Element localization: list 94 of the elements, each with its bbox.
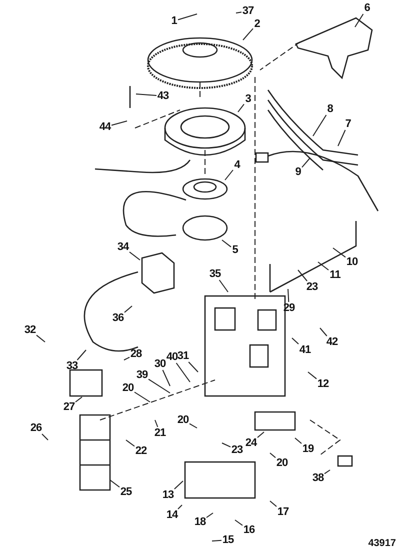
- leader-line: [154, 420, 158, 428]
- callout-number: 42: [326, 336, 338, 348]
- callout-number: 14: [166, 509, 178, 521]
- leader-line: [218, 280, 228, 292]
- callout-number: 1: [171, 15, 177, 27]
- leader-line: [134, 392, 150, 402]
- callout-number: 20: [276, 457, 288, 469]
- callout-number: 40: [166, 351, 178, 363]
- leader-line: [162, 370, 170, 386]
- leader-line: [270, 452, 276, 458]
- leader-line: [257, 432, 264, 438]
- leader-line: [292, 338, 299, 344]
- callout-number: 38: [312, 472, 324, 484]
- leader-line: [136, 94, 157, 96]
- callout-number: 43: [157, 90, 169, 102]
- leader-line: [312, 114, 327, 136]
- callout-number: 16: [243, 524, 255, 536]
- callout-number: 30: [154, 358, 166, 370]
- leader-line: [174, 480, 184, 490]
- leader-line: [238, 104, 244, 112]
- leader-line: [42, 434, 48, 440]
- callout-number: 33: [66, 360, 78, 372]
- leader-line: [176, 362, 190, 382]
- callout-number: 24: [245, 437, 257, 449]
- callout-number: 2: [254, 18, 260, 30]
- leader-line: [110, 480, 120, 488]
- callout-number: 3: [245, 93, 251, 105]
- callout-number: 18: [194, 516, 206, 528]
- callout-number: 20: [122, 382, 134, 394]
- figure-number: 43917: [368, 538, 396, 549]
- callout-number: 5: [232, 244, 238, 256]
- callout-number: 36: [112, 312, 124, 324]
- leader-line: [111, 120, 128, 126]
- leader-line: [148, 378, 170, 394]
- callout-number: 17: [277, 506, 289, 518]
- leader-line: [236, 12, 242, 14]
- leader-line: [75, 396, 82, 402]
- callout-number: 31: [177, 350, 189, 362]
- callout-number: 35: [209, 268, 221, 280]
- leader-line: [222, 240, 232, 248]
- callout-number: 26: [30, 422, 42, 434]
- leader-line: [36, 334, 46, 342]
- leader-line: [298, 270, 308, 282]
- callout-number: 11: [330, 269, 340, 281]
- leader-line: [206, 512, 214, 518]
- callout-number: 10: [346, 256, 358, 268]
- callout-number: 32: [24, 324, 36, 336]
- callout-number: 12: [317, 378, 329, 390]
- callout-number: 4: [234, 159, 240, 171]
- leader-line: [320, 328, 328, 336]
- callout-number: 28: [130, 348, 142, 360]
- leader-line: [76, 350, 86, 360]
- callout-number: 21: [154, 427, 166, 439]
- leader-line: [308, 372, 317, 380]
- leader-line: [129, 251, 140, 260]
- leader-line: [188, 362, 198, 372]
- leader-line: [242, 28, 254, 40]
- leader-line: [126, 440, 135, 447]
- leader-line: [332, 248, 346, 258]
- callout-number: 41: [299, 344, 311, 356]
- leader-line: [124, 356, 130, 360]
- callout-number: 19: [302, 443, 314, 455]
- callout-number: 34: [117, 241, 129, 253]
- callout-number: 7: [345, 118, 351, 130]
- callout-number: 23: [231, 444, 243, 456]
- leader-line: [178, 14, 198, 20]
- callout-number: 8: [327, 103, 333, 115]
- leader-line: [338, 130, 346, 146]
- leader-line: [222, 442, 231, 448]
- leader-line: [324, 470, 330, 474]
- callout-number: 37: [242, 5, 254, 17]
- leader-line: [189, 423, 198, 428]
- leader-line: [294, 438, 302, 444]
- callout-number: 39: [136, 369, 148, 381]
- callout-number: 6: [364, 2, 370, 14]
- callout-number: 15: [222, 534, 234, 546]
- callout-number: 22: [135, 445, 147, 457]
- leader-line: [270, 500, 277, 507]
- callout-number: 27: [63, 401, 75, 413]
- leader-line: [234, 520, 243, 526]
- callout-number: 23: [306, 281, 318, 293]
- leader-line: [224, 170, 234, 180]
- leader-line: [212, 540, 222, 542]
- leader-line: [302, 158, 310, 168]
- callout-number: 13: [162, 489, 174, 501]
- leader-line: [318, 262, 329, 271]
- leader-line: [178, 504, 182, 510]
- callout-number: 20: [177, 414, 189, 426]
- leader-line: [124, 306, 132, 313]
- callout-number: 9: [295, 166, 301, 178]
- callout-number: 44: [99, 121, 111, 133]
- leader-line: [288, 288, 290, 302]
- leader-line: [354, 14, 364, 28]
- callout-number: 25: [120, 486, 132, 498]
